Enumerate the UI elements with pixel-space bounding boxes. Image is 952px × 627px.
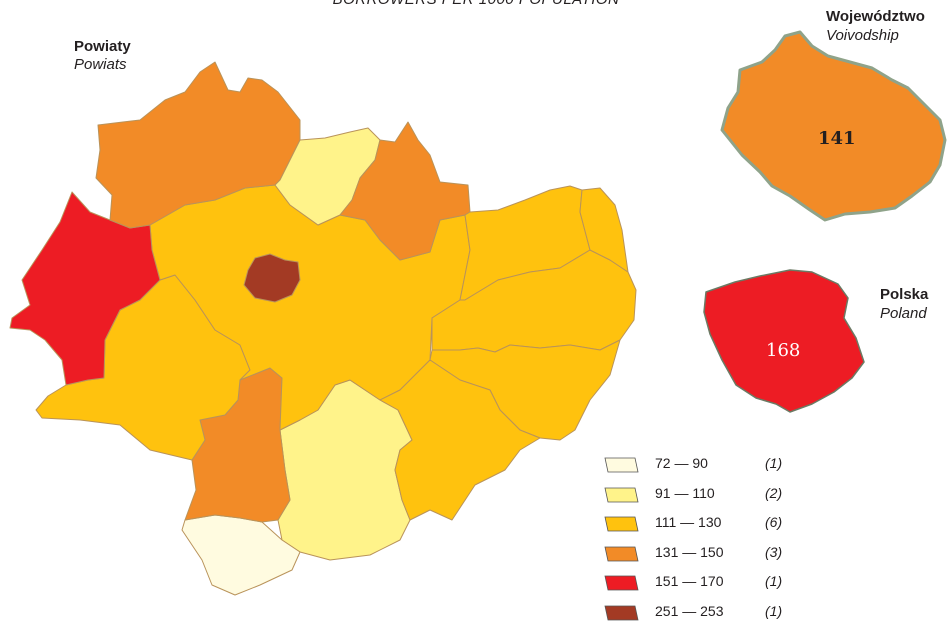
map-legend: 72 — 90 (1) 91 — 110 (2) 111 — 130 (6) 1…: [603, 450, 803, 627]
legend-swatch-shape: [605, 606, 638, 620]
legend-item: 151 — 170 (1): [603, 568, 803, 598]
poland-title: Polska: [880, 286, 928, 303]
legend-item: 111 — 130 (6): [603, 509, 803, 539]
legend-range: 111 — 130: [655, 514, 721, 530]
legend-swatch: [603, 575, 639, 591]
legend-swatch-shape: [605, 517, 638, 531]
legend-count: (3): [765, 544, 782, 560]
voivodship-shape: [722, 32, 945, 220]
voivodship-subtitle: Voivodship: [826, 27, 899, 44]
legend-range: 251 — 253: [655, 603, 724, 619]
legend-swatch-shape: [605, 458, 638, 472]
powiats-subtitle: Powiats: [74, 56, 127, 73]
legend-count: (1): [765, 573, 782, 589]
legend-swatch-shape: [605, 488, 638, 502]
legend-count: (2): [765, 485, 782, 501]
legend-count: (6): [765, 514, 782, 530]
legend-item: 72 — 90 (1): [603, 450, 803, 480]
legend-swatch: [603, 546, 639, 562]
legend-item: 91 — 110 (2): [603, 480, 803, 510]
legend-swatch-shape: [605, 547, 638, 561]
legend-swatch: [603, 457, 639, 473]
poland-subtitle: Poland: [880, 305, 927, 322]
powiats-title: Powiaty: [74, 38, 131, 55]
legend-swatch: [603, 516, 639, 532]
legend-swatch: [603, 487, 639, 503]
legend-swatch-shape: [605, 576, 638, 590]
legend-item: 131 — 150 (3): [603, 539, 803, 569]
legend-range: 91 — 110: [655, 485, 715, 501]
voivodship-value: 141: [818, 128, 856, 149]
voivodship-title: Województwo: [826, 8, 925, 25]
legend-range: 131 — 150: [655, 544, 724, 560]
legend-count: (1): [765, 603, 782, 619]
legend-range: 151 — 170: [655, 573, 724, 589]
poland-value: 168: [766, 340, 800, 361]
legend-swatch: [603, 605, 639, 621]
legend-count: (1): [765, 455, 782, 471]
legend-range: 72 — 90: [655, 455, 708, 471]
